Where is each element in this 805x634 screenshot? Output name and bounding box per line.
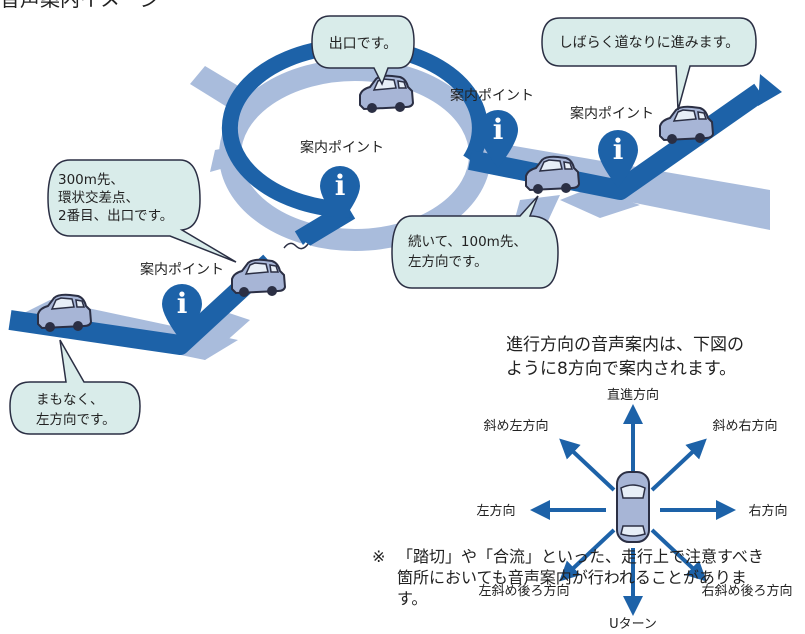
direction-heading-line: ように8方向で案内されます。 (506, 359, 737, 379)
bubble-text: 2番目、出口です。 (58, 208, 173, 224)
direction-back-left: 左斜め後ろ方向 (478, 583, 569, 599)
bubble-text: まもなく、 (36, 392, 104, 408)
bubble-text: しばらく道なりに進みます。 (559, 35, 740, 51)
car-icon (659, 105, 714, 145)
bubble-text: 環状交差点、 (58, 189, 139, 206)
direction-diag-left: 斜め左方向 (483, 418, 548, 434)
speech-bubble-straight: しばらく道なりに進みます。 (541, 17, 757, 111)
direction-back-right: 右斜め後ろ方向 (701, 583, 792, 599)
speech-bubble-continue-left: 続いて、100m先、 左方向です。 (391, 195, 559, 289)
bubble-text: 左方向です。 (408, 254, 488, 270)
bubble-text: 出口です。 (329, 36, 398, 52)
direction-diagram: 直進方向 斜め左方向 斜め右方向 左方向 右方向 左斜め後ろ方向 右斜め後ろ方向… (476, 387, 792, 632)
page-title: 音声案内イメージ (0, 0, 160, 11)
guide-point-label: 案内ポイント (450, 87, 534, 104)
top-view-car-icon (616, 471, 650, 543)
direction-diag-right: 斜め右方向 (712, 418, 777, 434)
speech-bubble-roundabout: 300m先、 環状交差点、 2番目、出口です。 (47, 159, 237, 263)
speech-bubble-soon-left: まもなく、 左方向です。 (9, 339, 141, 435)
direction-heading: 進行方向の音声案内は、下図の ように8方向で案内されます。 (506, 333, 744, 381)
direction-uturn: Uターン (609, 617, 657, 632)
footnote: ※ 「踏切」や「合流」といった、走行上で注意すべき箇所においても音声案内が行われ… (372, 546, 795, 609)
speech-bubble-exit: 出口です。 (311, 15, 415, 86)
guide-point-label: 案内ポイント (300, 139, 384, 156)
bubble-text: 続いて、100m先、 (408, 234, 527, 250)
direction-heading-line: 進行方向の音声案内は、下図の (506, 335, 744, 355)
direction-right: 右方向 (748, 503, 787, 519)
bubble-text: 300m先、 (58, 172, 124, 188)
direction-left: 左方向 (476, 503, 515, 519)
car-icon (231, 258, 286, 298)
guide-point-label: 案内ポイント (570, 105, 654, 122)
bubble-text: 左方向です。 (36, 412, 116, 428)
car-icon (37, 293, 92, 333)
guide-point-label: 案内ポイント (140, 261, 224, 278)
footnote-text: 「踏切」や「合流」といった、走行上で注意すべき箇所においても音声案内が行われるこ… (397, 547, 764, 608)
footnote-mark: ※ (372, 547, 386, 566)
direction-straight: 直進方向 (607, 387, 659, 403)
